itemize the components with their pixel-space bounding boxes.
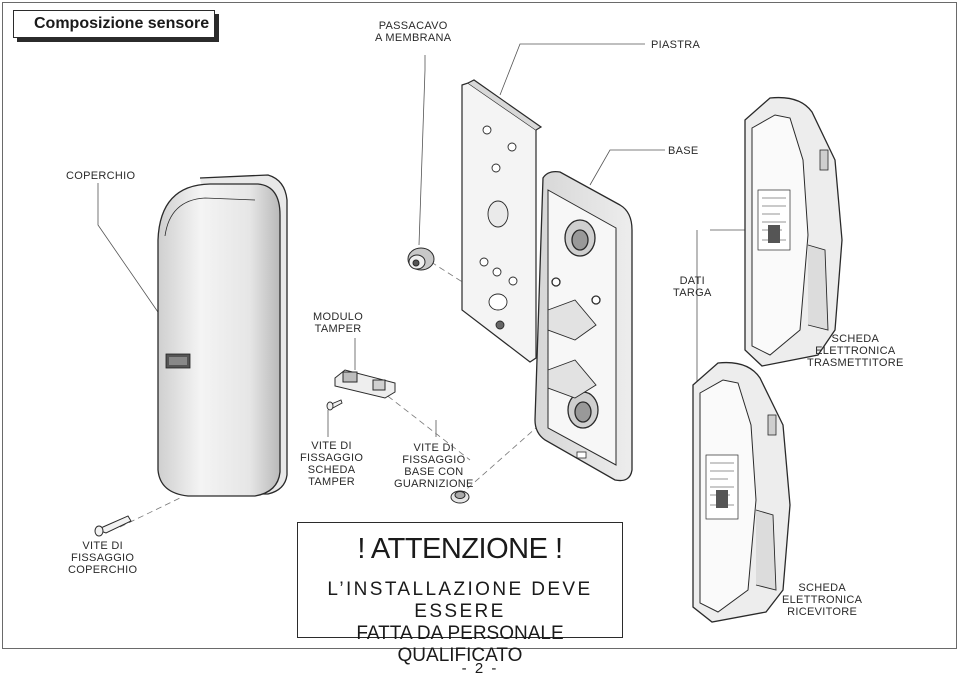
scheda-ricevitore: [692, 361, 791, 623]
scheda-trasmettitore: [744, 96, 843, 367]
page-frame: [2, 2, 957, 649]
vite-coperchio-screw: [94, 515, 132, 537]
vite-scheda-tamper-screw: [326, 399, 343, 411]
warning-title: ! ATTENZIONE !: [357, 533, 563, 565]
base-housing: [534, 170, 633, 482]
vite-base-screw: [450, 490, 470, 504]
modulo-tamper: [334, 369, 396, 399]
label-coperchio: COPERCHIO: [66, 170, 136, 182]
warning-line-2: FATTA DA PERSONALE QUALIFICATO: [356, 623, 564, 666]
page-title: Composizione sensore: [13, 10, 215, 38]
warning-line-1: L’INSTALLAZIONE DEVE ESSERE: [327, 579, 593, 622]
coperchio-cover: [157, 174, 288, 497]
page-number: - 2 -: [461, 660, 499, 677]
piastra-plate: [461, 79, 543, 363]
passacavo-grommet: [407, 247, 435, 271]
label-base: BASE: [668, 145, 699, 157]
warning-box: ! ATTENZIONE ! L’INSTALLAZIONE DEVE ESSE…: [297, 522, 623, 666]
label-piastra: PIASTRA: [651, 39, 701, 51]
